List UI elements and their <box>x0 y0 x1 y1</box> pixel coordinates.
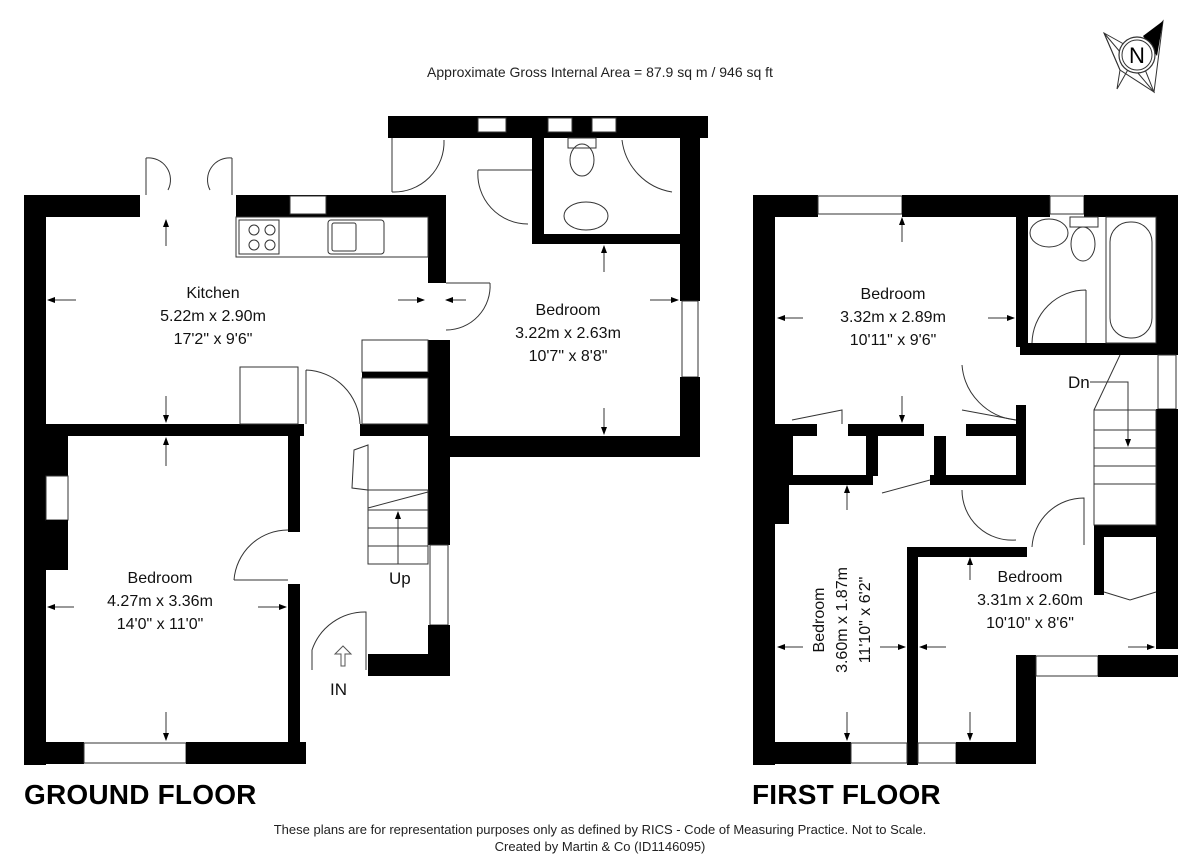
room-imperial: 17'2" x 9'6" <box>174 331 253 348</box>
disclaimer-text: These plans are for representation purpo… <box>273 822 927 837</box>
room-name: Bedroom <box>998 569 1063 586</box>
room-metric: 3.32m x 2.89m <box>840 309 946 326</box>
room-name: Bedroom <box>861 286 926 303</box>
room-name: Bedroom <box>811 588 828 653</box>
entrance-label: IN <box>330 680 347 699</box>
ground-floor-plan: Kitchen 5.22m x 2.90m 17'2" x 9'6" Bedro… <box>24 116 708 765</box>
gross-internal-area: Approximate Gross Internal Area = 87.9 s… <box>427 64 773 80</box>
room-metric: 3.22m x 2.63m <box>515 325 621 342</box>
stairs-up-label: Up <box>389 569 411 588</box>
ground-floor-title: GROUND FLOOR <box>24 779 257 810</box>
room-metric: 4.27m x 3.36m <box>107 593 213 610</box>
credit-text: Created by Martin & Co (ID1146095) <box>494 839 706 854</box>
room-name: Kitchen <box>186 285 239 302</box>
first-floor-plan: Bedroom 3.32m x 2.89m 10'11" x 9'6" Bedr… <box>753 195 1178 765</box>
room-imperial: 10'7" x 8'8" <box>529 348 608 365</box>
room-name: Bedroom <box>536 302 601 319</box>
room-imperial: 11'10" x 6'2" <box>857 577 874 664</box>
first-floor-title: FIRST FLOOR <box>752 779 941 810</box>
room-imperial: 14'0" x 11'0" <box>117 616 204 633</box>
room-metric: 3.31m x 2.60m <box>977 592 1083 609</box>
room-metric: 5.22m x 2.90m <box>160 308 266 325</box>
room-imperial: 10'10" x 8'6" <box>986 615 1074 632</box>
svg-text:N: N <box>1129 43 1145 68</box>
room-imperial: 10'11" x 9'6" <box>850 332 937 349</box>
entrance-arrow-icon <box>333 645 353 667</box>
room-metric: 3.60m x 1.87m <box>834 567 851 673</box>
stairs-down-label: Dn <box>1068 373 1090 392</box>
compass-icon: N <box>1102 19 1164 94</box>
room-name: Bedroom <box>128 570 193 587</box>
